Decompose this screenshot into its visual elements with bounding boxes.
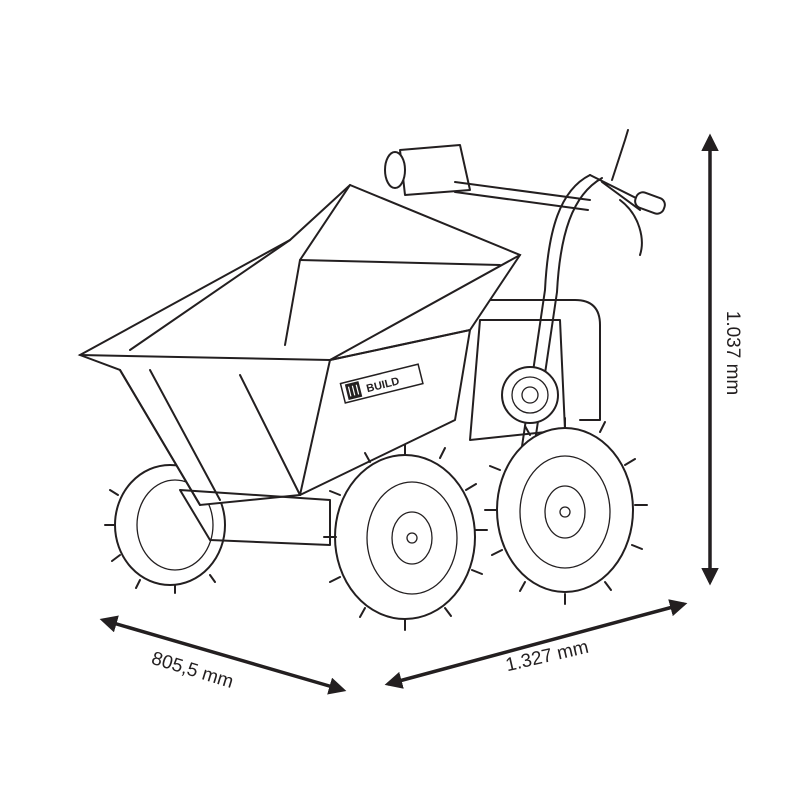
width-dimension-arrow: [99, 615, 347, 695]
height-dimension-label: 1.037 mm: [722, 310, 744, 396]
dump-bucket: [77, 183, 522, 546]
handlebar: [384, 129, 666, 463]
build-logo-plate: BUILD: [339, 363, 424, 404]
front-wheel: [323, 444, 488, 631]
rear-right-wheel: [484, 417, 648, 605]
engine: [469, 299, 601, 441]
length-dimension-arrow: [384, 599, 688, 689]
